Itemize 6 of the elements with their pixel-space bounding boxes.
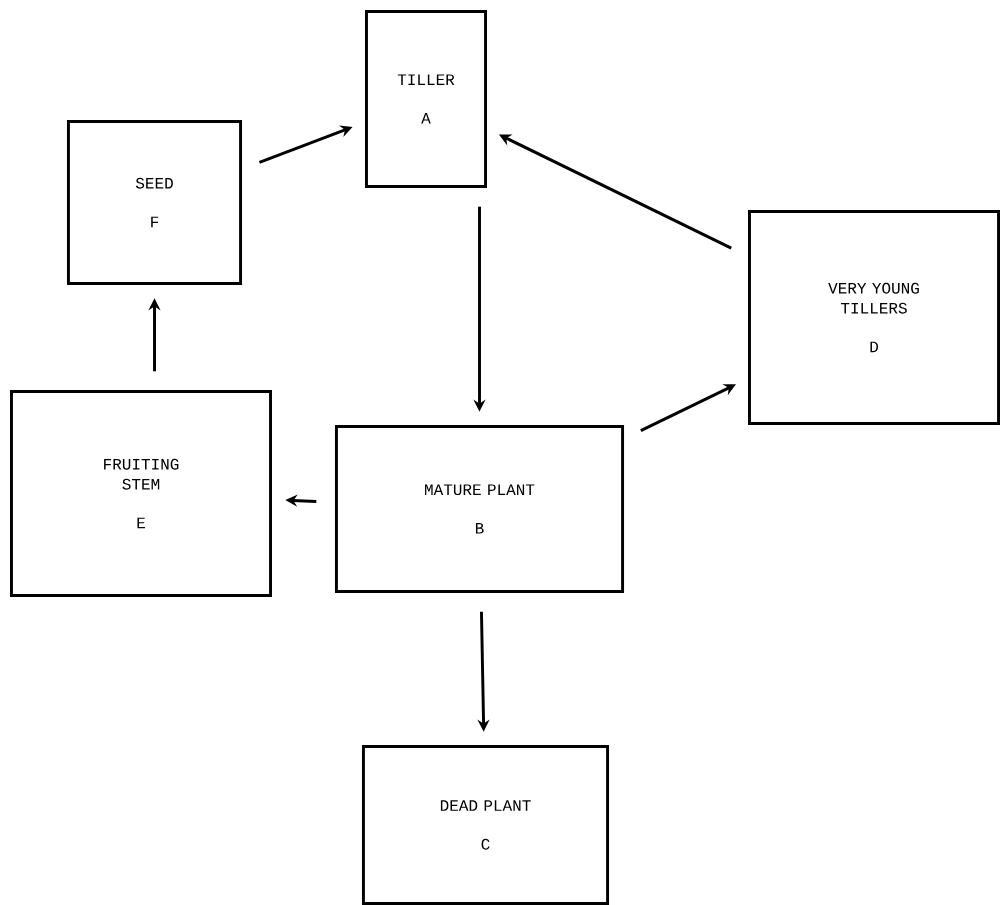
box: DEAD PLANT C bbox=[361, 745, 610, 905]
box: SEED F bbox=[66, 120, 243, 285]
box: VERY YOUNG TILLERS D bbox=[748, 209, 1000, 426]
box: MATURE PLANT B bbox=[334, 425, 625, 593]
box: TILLER A bbox=[365, 10, 487, 188]
box: FRUITING STEM E bbox=[10, 389, 272, 598]
